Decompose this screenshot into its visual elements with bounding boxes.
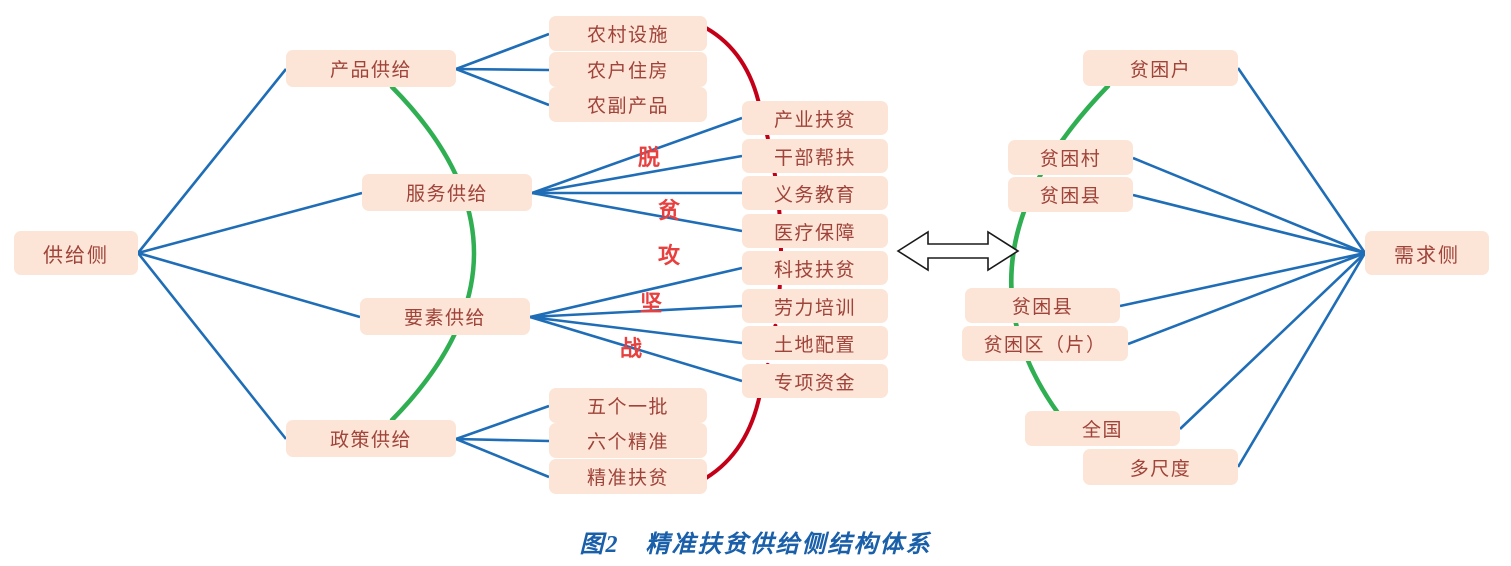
policy-item-node: 精准扶贫 [549, 459, 707, 494]
connector-line [137, 191, 363, 255]
connector-line [531, 116, 743, 195]
demand-side-node: 需求侧 [1365, 231, 1489, 275]
product-item-node: 农副产品 [549, 87, 707, 122]
demand-item-node: 贫困县 [965, 288, 1120, 323]
slogan-char: 坚 [640, 291, 663, 316]
slogan-char: 攻 [658, 243, 681, 268]
demand-item-node: 贫困村 [1008, 140, 1133, 175]
demand-item-node: 全国 [1025, 411, 1180, 446]
connector-line [1236, 67, 1367, 254]
factor-item-node: 土地配置 [742, 326, 888, 360]
connector-line [1132, 193, 1366, 255]
green-arc-demand [1009, 83, 1111, 416]
red-arc-top [704, 26, 762, 110]
product-item-node: 农村设施 [549, 16, 707, 51]
connector-line [1119, 251, 1366, 308]
demand-item-node: 多尺度 [1083, 449, 1238, 485]
connector-line [455, 437, 550, 479]
connector-line [529, 304, 743, 319]
connector-line [531, 191, 743, 233]
supply-category-policy: 政策供给 [286, 420, 456, 457]
connector-line [455, 32, 550, 71]
connector-line [455, 437, 550, 443]
slogan-char: 贫 [658, 198, 681, 223]
service-item-node: 医疗保障 [742, 214, 888, 248]
connector-line [455, 67, 550, 107]
factor-item-node: 劳力培训 [742, 289, 888, 323]
slogan-char: 战 [620, 336, 643, 361]
demand-item-node: 贫困县 [1008, 177, 1133, 212]
connector-line [136, 68, 288, 254]
green-arc-supply [389, 84, 477, 423]
slogan-char: 脱 [638, 145, 661, 170]
product-item-node: 农户住房 [549, 52, 707, 87]
policy-item-node: 六个精准 [549, 423, 707, 458]
service-item-node: 产业扶贫 [742, 101, 888, 135]
factor-item-node: 科技扶贫 [742, 251, 888, 285]
connector-line [1179, 252, 1366, 430]
supply-category-product: 产品供给 [286, 50, 456, 87]
connector-line [1236, 252, 1367, 468]
connector-line [531, 154, 743, 195]
connector-line [529, 315, 743, 383]
connector-line [455, 67, 550, 72]
demand-item-node: 贫困区（片） [962, 326, 1128, 361]
red-arc-bottom [704, 392, 762, 480]
figure-caption: 图2 精准扶贫供给侧结构体系 [579, 532, 932, 558]
connector-line [529, 315, 743, 345]
connector-line [136, 252, 288, 440]
double-arrow-icon [896, 230, 1020, 272]
demand-tree-lines [1119, 67, 1367, 468]
supply-category-service: 服务供给 [362, 174, 532, 211]
policy-item-node: 五个一批 [549, 388, 707, 423]
connector-line [529, 266, 743, 319]
connector-line [137, 251, 361, 319]
factor-item-node: 专项资金 [742, 364, 888, 398]
service-item-node: 义务教育 [742, 176, 888, 210]
supply-category-factor: 要素供给 [360, 298, 530, 335]
service-item-node: 干部帮扶 [742, 139, 888, 173]
supply-side-node: 供给侧 [14, 231, 138, 275]
connector-line [1127, 251, 1366, 346]
supply-tree-lines [136, 32, 743, 479]
demand-item-node: 贫困户 [1083, 50, 1238, 86]
connector-line [1132, 156, 1366, 255]
connector-line [455, 404, 550, 441]
